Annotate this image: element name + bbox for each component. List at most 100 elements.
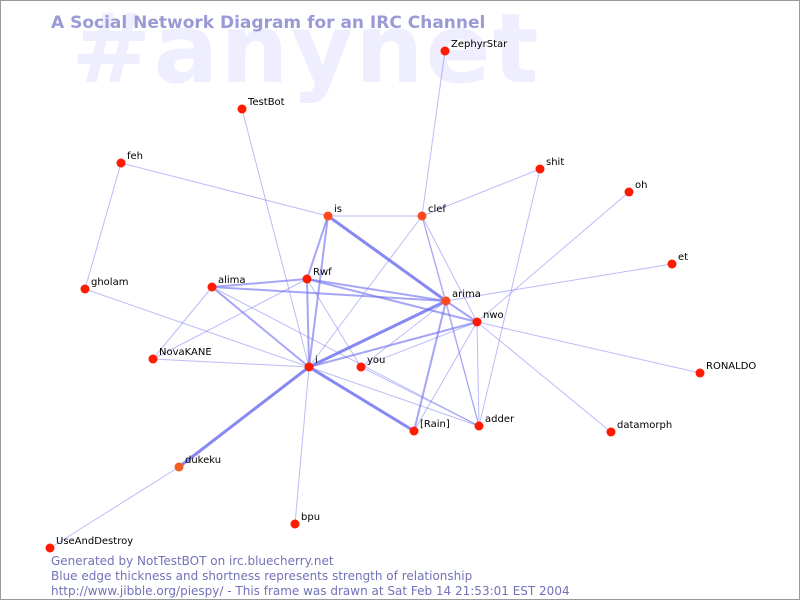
- node-NovaKANE[interactable]: NovaKANE: [148, 347, 212, 364]
- node-alima[interactable]: alima: [207, 275, 246, 292]
- edge-et-arima: [445, 263, 673, 302]
- node-label-shit: shit: [546, 157, 564, 168]
- node-you[interactable]: you: [356, 355, 386, 372]
- node-bpu[interactable]: bpu: [290, 512, 321, 529]
- node-et[interactable]: et: [667, 252, 689, 269]
- edge-arima-i: [308, 299, 447, 369]
- node-oh[interactable]: oh: [624, 180, 648, 197]
- node-dot-you: [356, 362, 366, 372]
- edge-i-adder: [308, 366, 480, 427]
- edge-clef-i: [308, 215, 423, 368]
- node-label-Rain: [Rain]: [420, 419, 450, 430]
- node-gholam[interactable]: gholam: [80, 277, 129, 294]
- edge-Rwf-you: [306, 278, 362, 368]
- node-dot-datamorph: [606, 427, 616, 437]
- edge-feh-gholam: [84, 162, 122, 290]
- node-dot-adder: [474, 421, 484, 431]
- node-label-et: et: [678, 252, 688, 263]
- node-dot-clef: [417, 211, 427, 221]
- edge-oh-nwo: [476, 191, 630, 323]
- edge-is-arima: [327, 214, 447, 303]
- edge-i-bpu: [294, 366, 310, 525]
- node-label-arima: arima: [452, 289, 481, 300]
- node-dot-feh: [116, 158, 126, 168]
- edge-nwo-adder: [476, 321, 480, 427]
- edge-TestBot-i: [241, 108, 310, 368]
- node-dot-dukeku: [174, 462, 184, 472]
- edge-dukeku-UseAndDestroy: [49, 466, 180, 549]
- edge-ZephyrStar-clef: [421, 50, 446, 217]
- node-adder[interactable]: adder: [474, 414, 515, 431]
- edge-nwo-RONALDO: [476, 321, 701, 374]
- edges-layer: [49, 50, 701, 549]
- node-dot-Rain: [409, 426, 419, 436]
- node-arima[interactable]: arima: [441, 289, 481, 306]
- node-label-adder: adder: [485, 414, 515, 425]
- edge-i-Rain: [308, 365, 415, 433]
- edge-feh-is: [120, 162, 329, 217]
- footer-url-timestamp: http://www.jibble.org/piespy/ - This fra…: [51, 584, 570, 598]
- edge-alima-i: [211, 286, 310, 368]
- node-UseAndDestroy[interactable]: UseAndDestroy: [45, 536, 134, 553]
- node-label-you: you: [367, 355, 385, 366]
- channel-watermark: #anynet: [71, 0, 541, 105]
- node-dot-alima: [207, 282, 217, 292]
- footer-legend-note: Blue edge thickness and shortness repres…: [51, 569, 473, 583]
- node-label-alima: alima: [218, 275, 246, 286]
- node-dot-i: [304, 362, 314, 372]
- node-TestBot[interactable]: TestBot: [237, 97, 285, 114]
- node-dot-arima: [441, 296, 451, 306]
- edge-arima-adder: [445, 300, 480, 427]
- node-label-is: is: [334, 204, 342, 215]
- node-dot-TestBot: [237, 104, 247, 114]
- node-dot-UseAndDestroy: [45, 543, 55, 553]
- node-shit[interactable]: shit: [535, 157, 565, 174]
- node-label-nwo: nwo: [483, 310, 504, 321]
- edge-arima-Rain: [413, 300, 447, 432]
- node-dot-oh: [624, 187, 634, 197]
- node-label-TestBot: TestBot: [247, 97, 285, 108]
- node-dot-gholam: [80, 284, 90, 294]
- node-ZephyrStar[interactable]: ZephyrStar: [440, 39, 509, 56]
- diagram-title: A Social Network Diagram for an IRC Chan…: [51, 13, 486, 33]
- footer: Generated by NotTestBOT on irc.bluecherr…: [51, 554, 570, 599]
- node-dot-nwo: [472, 317, 482, 327]
- node-datamorph[interactable]: datamorph: [606, 420, 673, 437]
- node-dot-is: [323, 211, 333, 221]
- edge-i-dukeku: [178, 365, 310, 469]
- edge-arima-you: [360, 300, 447, 368]
- node-dukeku[interactable]: dukeku: [174, 455, 222, 472]
- node-Rwf[interactable]: Rwf: [302, 267, 333, 284]
- node-i[interactable]: i: [304, 355, 318, 372]
- edge-Rwf-arima: [306, 278, 447, 302]
- node-RONALDO[interactable]: RONALDO: [695, 361, 757, 378]
- node-dot-NovaKANE: [148, 354, 158, 364]
- node-label-oh: oh: [635, 180, 647, 191]
- node-label-NovaKANE: NovaKANE: [159, 347, 212, 358]
- edge-gholam-i: [84, 288, 310, 368]
- node-dot-et: [667, 259, 677, 269]
- node-feh[interactable]: feh: [116, 151, 144, 168]
- node-dot-Rwf: [302, 274, 312, 284]
- node-is[interactable]: is: [323, 204, 343, 221]
- edge-NovaKANE-i: [152, 358, 310, 368]
- edge-you-adder: [360, 366, 480, 427]
- edge-clef-adder: [421, 215, 480, 427]
- edge-nwo-Rain: [413, 321, 478, 432]
- node-label-Rwf: Rwf: [313, 267, 332, 278]
- node-dot-shit: [535, 164, 545, 174]
- edge-nwo-datamorph: [476, 321, 612, 433]
- edge-clef-nwo: [421, 215, 478, 323]
- node-clef[interactable]: clef: [417, 204, 447, 221]
- node-label-dukeku: dukeku: [185, 455, 221, 466]
- node-nwo[interactable]: nwo: [472, 310, 504, 327]
- node-label-feh: feh: [127, 151, 143, 162]
- node-label-datamorph: datamorph: [617, 420, 672, 431]
- edge-shit-clef: [421, 168, 541, 217]
- edge-Rwf-NovaKANE: [152, 278, 308, 360]
- edge-Rwf-i: [306, 278, 310, 368]
- node-Rain[interactable]: [Rain]: [409, 419, 450, 436]
